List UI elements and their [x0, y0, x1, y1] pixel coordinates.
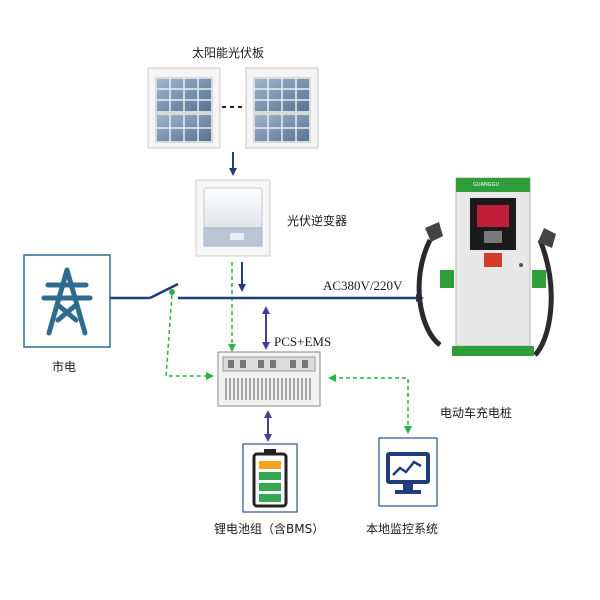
solar-panel-left: [155, 77, 213, 143]
battery-icon: [252, 449, 288, 508]
ac-line-label: AC380V/220V: [323, 278, 403, 293]
charger-base: [452, 346, 534, 356]
charger-holster-right: [532, 270, 546, 288]
monitoring-system: [378, 437, 438, 507]
solar-panels-label: 太阳能光伏板: [192, 46, 265, 60]
dashed-grid-to-pcs: [165, 294, 214, 380]
solar-panel-right: [253, 77, 311, 143]
ev-charger: [416, 177, 556, 357]
monitor-chart-icon: [386, 452, 430, 494]
power-tower-icon: [41, 267, 93, 336]
solar-panels: [147, 67, 319, 149]
charger-gun-right: [538, 228, 556, 248]
charger-lock: [519, 263, 523, 267]
charger-screen: [477, 205, 509, 227]
pcs-cabinet: [217, 351, 321, 407]
battery-label: 锂电池组（含BMS）: [214, 522, 325, 536]
ev-charger-label: 电动车充电桩: [440, 406, 513, 420]
switch-node: [169, 289, 175, 295]
pv-inverter-label: 光伏逆变器: [287, 214, 348, 228]
pv-inverter: [195, 179, 271, 257]
charger-cable-right: [533, 239, 554, 357]
charger-emergency-label: [484, 253, 502, 267]
pcs-ems-label: PCS+EMS: [274, 334, 332, 349]
charger-top-trim: [456, 178, 530, 192]
charger-keypad: [484, 231, 502, 243]
grid-tower: [23, 254, 111, 348]
monitor-label: 本地监控系统: [366, 522, 439, 536]
grid-switch: [149, 282, 179, 300]
charger-holster-left: [440, 270, 454, 288]
charger-brand-label: GUANGGU: [473, 182, 500, 188]
charger-cable-left: [416, 238, 442, 347]
dashed-monitor-to-pcs: [328, 374, 412, 434]
battery-pack: [242, 443, 298, 513]
charger-gun-left: [425, 222, 443, 242]
grid-label: 市电: [52, 360, 77, 374]
